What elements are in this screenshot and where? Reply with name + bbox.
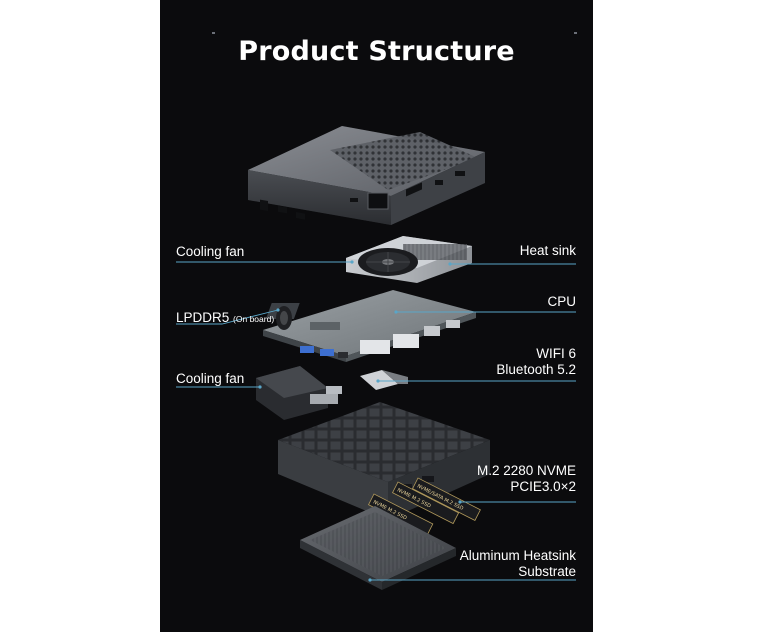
decor-dot-left: [212, 32, 215, 34]
label-aluminum: Aluminum Heatsink Substrate: [460, 548, 576, 580]
label-lpddr5-main: LPDDR5: [176, 310, 230, 325]
ssd-modules: NVME/SATA M.2 SSD NVME M.2 SSD NVME M.2 …: [368, 477, 481, 536]
lower-fan-module: [256, 366, 342, 420]
product-structure-panel: Product Structure: [160, 0, 593, 632]
label-wifi-line2: Bluetooth 5.2: [496, 362, 576, 377]
motherboard: [263, 290, 476, 362]
label-m2-line1: M.2 2280 NVME: [476, 463, 576, 478]
fan-heatsink-assembly: [346, 236, 472, 283]
label-wifi: WIFI 6 Bluetooth 5.2: [496, 346, 576, 378]
page-title: Product Structure: [238, 36, 515, 67]
leader-endpoints: [258, 260, 462, 582]
exploded-view-diagram: NVME/SATA M.2 SSD NVME M.2 SSD NVME M.2 …: [176, 126, 576, 590]
label-heat-sink: Heat sink: [519, 243, 576, 258]
label-aluminum-line2: Substrate: [518, 564, 576, 579]
label-lpddr5: LPDDR5 (On board): [176, 310, 274, 327]
label-m2: M.2 2280 NVME PCIE3.0×2: [477, 463, 576, 495]
decor-dot-right: [574, 32, 577, 34]
aluminum-heatsink-plate: [300, 506, 456, 590]
label-aluminum-line1: Aluminum Heatsink: [459, 548, 576, 563]
label-cooling-fan-top: Cooling fan: [176, 244, 245, 259]
label-lpddr5-note: (On board): [233, 314, 275, 324]
label-m2-line2: PCIE3.0×2: [510, 479, 576, 494]
leader-lines: [176, 261, 576, 581]
case-enclosure: [248, 126, 485, 225]
label-wifi-line1: WIFI 6: [536, 346, 576, 361]
wifi-module: [360, 370, 408, 390]
label-cpu: CPU: [547, 294, 576, 309]
label-cooling-fan-bottom: Cooling fan: [176, 371, 245, 386]
